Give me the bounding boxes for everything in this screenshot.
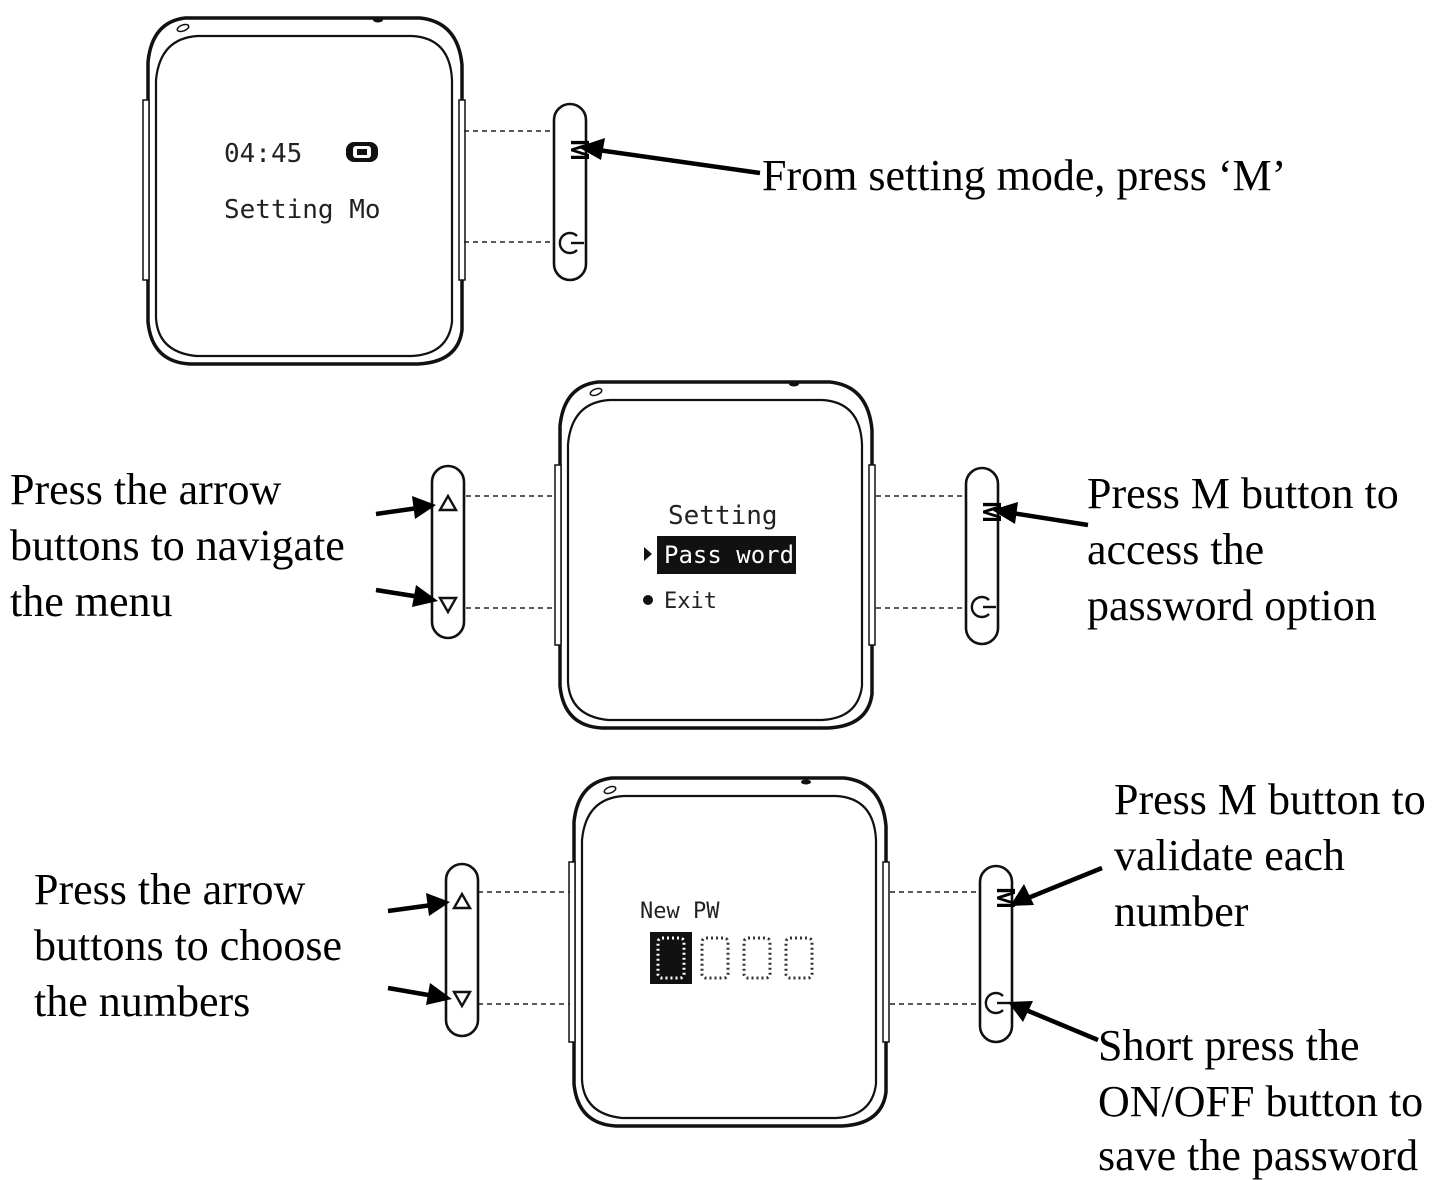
instruction-line: Short press the [1098, 1021, 1360, 1070]
step1-screen-mode: Setting Mo [224, 195, 381, 225]
menu-highlight [657, 536, 796, 574]
m-button[interactable]: M [977, 501, 1007, 523]
step2-left-arrow-buttons[interactable] [430, 464, 466, 640]
step3-right-buttons[interactable]: M [978, 864, 1021, 1044]
down-arrow-icon[interactable] [437, 596, 459, 615]
step1-screen-time: 04:45 [224, 139, 302, 169]
password-digits [656, 936, 814, 980]
instruction-line: the menu [10, 577, 173, 626]
step2-menu-selected[interactable]: Pass word [664, 541, 794, 569]
bullet-icon [643, 595, 653, 605]
up-arrow-icon[interactable] [451, 891, 473, 910]
digit-3[interactable] [784, 936, 814, 980]
instruction-line: the numbers [34, 977, 250, 1026]
digit-2[interactable] [742, 936, 772, 980]
battery-icon [346, 142, 378, 162]
instruction-line: Press M button to [1087, 469, 1399, 518]
step3-left-instruction: Press the arrow buttons to choose the nu… [34, 865, 342, 1026]
step3-right-bottom-instruction: Short press the ON/OFF button to save th… [1098, 1021, 1423, 1180]
step3-left-arrow-buttons[interactable] [444, 862, 480, 1038]
step3-screen-title: New PW [640, 899, 720, 924]
instruction-line: Press M button to [1114, 775, 1426, 824]
instruction-line: save the password [1098, 1131, 1418, 1180]
step1-instruction: From setting mode, press ‘M’ [762, 151, 1286, 200]
step2-device: Setting Pass word Exit [554, 380, 876, 730]
instruction-line: Press the arrow [10, 465, 281, 514]
instruction-line: buttons to choose [34, 921, 342, 970]
step2-right-instruction: Press M button to access the password op… [1087, 469, 1399, 630]
up-arrow-icon[interactable] [437, 493, 459, 512]
instruction-line: password option [1087, 581, 1377, 630]
instruction-line: ON/OFF button to [1098, 1077, 1423, 1126]
active-digit-highlight [650, 932, 692, 984]
step1-device: 04:45 Setting Mo [142, 16, 466, 366]
step1-arrow [578, 138, 761, 176]
instruction-line: number [1114, 887, 1249, 936]
down-arrow-icon[interactable] [451, 990, 473, 1009]
instruction-line: Press the arrow [34, 865, 305, 914]
instruction-line: buttons to navigate [10, 521, 345, 570]
step3-right-arrows [1008, 865, 1103, 1043]
step2-right-buttons[interactable]: M [964, 466, 1007, 646]
step3-device: New PW [568, 776, 890, 1128]
step2-left-instruction: Press the arrow buttons to navigate the … [10, 465, 345, 626]
digit-1[interactable] [700, 936, 730, 980]
step3-left-arrows [387, 893, 452, 1005]
step2-menu-other[interactable]: Exit [664, 589, 717, 614]
digit-0[interactable] [656, 936, 686, 980]
step2-left-arrows [375, 496, 438, 607]
selection-indicator-icon [644, 547, 652, 561]
instruction-line: access the [1087, 525, 1264, 574]
instruction-line: validate each [1114, 831, 1345, 880]
step3-right-top-instruction: Press M button to validate each number [1114, 775, 1426, 936]
step2-screen-title: Setting [668, 501, 778, 531]
step1-side-buttons[interactable]: M [552, 102, 595, 282]
step2-right-arrow [992, 502, 1089, 528]
